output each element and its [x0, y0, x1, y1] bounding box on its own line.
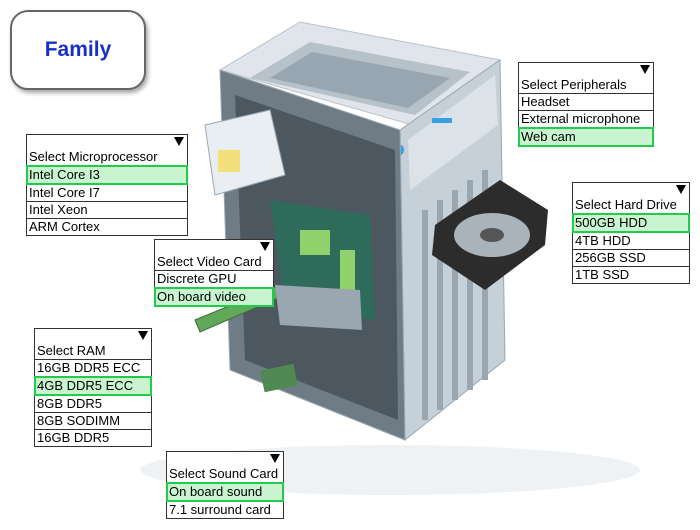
option-intel-xeon[interactable]: Intel Xeon	[26, 202, 188, 219]
option-select-ram[interactable]: Select RAM	[34, 343, 152, 360]
option-1tb-ssd[interactable]: 1TB SSD	[572, 267, 690, 284]
option-on-board-sound[interactable]: On board sound	[166, 482, 284, 502]
microprocessor-dropdown[interactable]: Select Microprocessor Intel Core I3 Inte…	[26, 134, 188, 236]
option-select-hard-drive[interactable]: Select Hard Drive	[572, 197, 690, 214]
option-16gb-ddr5[interactable]: 16GB DDR5	[34, 430, 152, 447]
chevron-down-icon[interactable]	[270, 454, 280, 463]
option-4tb-hdd[interactable]: 4TB HDD	[572, 233, 690, 250]
option-intel-core-i3[interactable]: Intel Core I3	[26, 165, 188, 185]
chevron-down-icon[interactable]	[676, 185, 686, 194]
family-label: Family	[44, 38, 112, 61]
option-external-microphone[interactable]: External microphone	[518, 111, 654, 128]
hard-drive-dropdown-header[interactable]	[572, 182, 690, 197]
option-select-microprocessor[interactable]: Select Microprocessor	[26, 149, 188, 166]
option-select-video-card[interactable]: Select Video Card	[154, 254, 274, 271]
hard-drive-dropdown[interactable]: Select Hard Drive 500GB HDD 4TB HDD 256G…	[572, 182, 690, 284]
option-256gb-ssd[interactable]: 256GB SSD	[572, 250, 690, 267]
option-8gb-sodimm[interactable]: 8GB SODIMM	[34, 413, 152, 430]
sound-card-dropdown-header[interactable]	[166, 451, 284, 466]
option-intel-core-i7[interactable]: Intel Core I7	[26, 185, 188, 202]
option-arm-cortex[interactable]: ARM Cortex	[26, 219, 188, 236]
video-card-dropdown-header[interactable]	[154, 239, 274, 254]
chevron-down-icon[interactable]	[260, 242, 270, 251]
peripherals-dropdown-header[interactable]	[518, 62, 654, 77]
ram-dropdown-header[interactable]	[34, 328, 152, 343]
option-4gb-ddr5-ecc[interactable]: 4GB DDR5 ECC	[34, 376, 152, 396]
option-on-board-video[interactable]: On board video	[154, 287, 274, 307]
peripherals-dropdown[interactable]: Select Peripherals Headset External micr…	[518, 62, 654, 147]
option-500gb-hdd[interactable]: 500GB HDD	[572, 213, 690, 233]
microprocessor-dropdown-header[interactable]	[26, 134, 188, 149]
chevron-down-icon[interactable]	[174, 137, 184, 146]
family-badge: Family	[10, 10, 146, 90]
video-card-dropdown[interactable]: Select Video Card Discrete GPU On board …	[154, 239, 274, 307]
option-headset[interactable]: Headset	[518, 94, 654, 111]
option-select-peripherals[interactable]: Select Peripherals	[518, 77, 654, 94]
option-16gb-ddr5-ecc[interactable]: 16GB DDR5 ECC	[34, 360, 152, 377]
option-web-cam[interactable]: Web cam	[518, 127, 654, 147]
chevron-down-icon[interactable]	[138, 331, 148, 340]
sound-card-dropdown[interactable]: Select Sound Card On board sound 7.1 sur…	[166, 451, 284, 519]
option-7-1-surround-card[interactable]: 7.1 surround card	[166, 502, 284, 519]
ram-dropdown[interactable]: Select RAM 16GB DDR5 ECC 4GB DDR5 ECC 8G…	[34, 328, 152, 447]
chevron-down-icon[interactable]	[640, 65, 650, 74]
option-select-sound-card[interactable]: Select Sound Card	[166, 466, 284, 483]
option-discrete-gpu[interactable]: Discrete GPU	[154, 271, 274, 288]
option-8gb-ddr5[interactable]: 8GB DDR5	[34, 396, 152, 413]
